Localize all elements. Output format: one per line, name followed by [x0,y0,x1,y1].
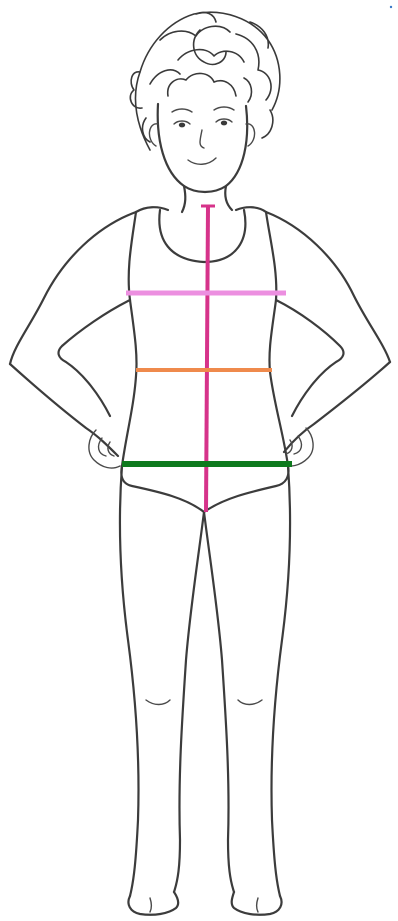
neck-left [182,186,185,212]
legs [120,466,290,915]
face [149,104,254,192]
hair [130,12,280,150]
right-arm [266,212,390,466]
neck-right [225,186,232,210]
left-arm [10,212,136,468]
measurement-lines [122,206,292,512]
corner-dot [390,6,392,8]
